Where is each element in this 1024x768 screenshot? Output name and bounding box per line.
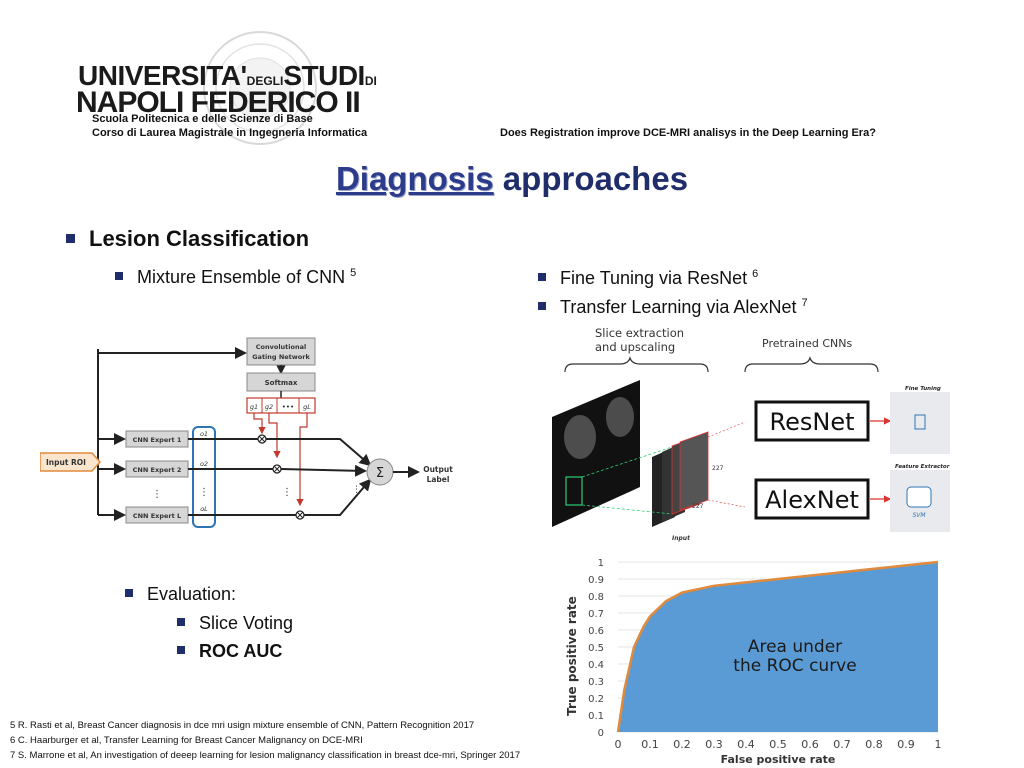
roc-y-tick-label: 0.1	[588, 711, 604, 722]
school-name: Scuola Politecnica e delle Scienze di Ba…	[92, 113, 313, 125]
cnn-expert-l: CNN Expert L	[133, 512, 181, 520]
resnet-label: ResNet	[770, 408, 855, 436]
roc-y-ticks: 0 0.1 0.2 0.3 0.4 0.5 0.6 0.7 0.8 0.9 1	[588, 558, 604, 739]
feature-extractor-label: Feature Extractor	[895, 464, 950, 470]
gating-network-label-2: Gating Network	[252, 353, 310, 361]
roc-y-tick-label: 0.5	[588, 643, 604, 654]
gating-network-label-1: Convolutional	[256, 343, 306, 351]
roc-x-tick-label: 0.6	[801, 738, 819, 751]
svg-text:⋮: ⋮	[352, 485, 361, 495]
roc-area-text-2: the ROC curve	[733, 656, 856, 676]
roc-x-tick-label: 0.4	[737, 738, 755, 751]
cnn-expert-1: CNN Expert 1	[133, 436, 182, 444]
roc-area	[618, 562, 938, 732]
dim-227-a: 227	[712, 465, 724, 472]
bullet-roc-auc: ROC AUC	[177, 641, 282, 662]
softmax-label: Softmax	[265, 379, 298, 387]
bullet-square-icon	[125, 589, 133, 598]
output-o1: o1	[200, 430, 208, 438]
bullet-evaluation: Evaluation:	[125, 584, 236, 605]
roc-x-tick-label: 0.2	[673, 738, 691, 751]
roc-chart: 0 0.1 0.2 0.3 0.4 0.5 0.6 0.7 0.8 0.9 1 0 0.1 0.2 0.3…	[565, 558, 942, 766]
school-info: Scuola Politecnica e delle Scienze di Ba…	[92, 112, 367, 140]
bullet-square-icon	[66, 233, 75, 243]
roc-x-tick-label: 0.5	[769, 738, 787, 751]
reference-5: 5 R. Rasti et al, Breast Cancer diagnosi…	[10, 720, 475, 731]
gate-dots: •••	[282, 403, 294, 411]
sum-symbol: Σ	[376, 466, 384, 481]
roc-curve	[616, 560, 939, 733]
slide-title: Diagnosis approaches	[0, 160, 1024, 198]
svg-text:⋮: ⋮	[152, 489, 162, 500]
transfer-learning-pipeline-diagram: Slice extraction and upscaling Pretraine…	[552, 326, 950, 542]
gate-g2: g2	[265, 403, 273, 411]
alexnet-label: AlexNet	[765, 486, 859, 514]
bullet-slice-voting: Slice Voting	[177, 613, 293, 634]
title-rest: approaches	[493, 160, 689, 197]
bullet-lesion-classification: Lesion Classification	[66, 226, 309, 252]
roc-y-tick-label: 0.8	[588, 592, 604, 603]
roc-x-tick-label: 0.1	[641, 738, 659, 751]
bullet-fine-tuning: Fine Tuning via ResNet 6	[538, 268, 758, 289]
bullet-square-icon	[177, 618, 185, 627]
slice-extraction-label-1: Slice extraction	[595, 326, 684, 340]
pretrained-cnns-label: Pretrained CNNs	[762, 337, 852, 350]
roc-x-tick-label: 1	[935, 738, 942, 751]
gate-gL: gL	[303, 403, 311, 411]
reference-7: 7 S. Marrone et al, An investigation of …	[10, 750, 521, 761]
input-roi-label: Input ROI	[46, 458, 86, 467]
input-label: Input	[672, 535, 691, 542]
references: 5 R. Rasti et al, Breast Cancer diagnosi…	[10, 718, 520, 763]
roc-y-tick-label: 0.2	[588, 694, 604, 705]
reference-6: 6 C. Haarburger et al, Transfer Learning…	[10, 735, 363, 746]
roc-x-tick-label: 0.8	[865, 738, 883, 751]
roc-x-tick-label: 0.3	[705, 738, 723, 751]
gate-g1: g1	[250, 403, 258, 411]
bullet-transfer-learning: Transfer Learning via AlexNet 7	[538, 297, 808, 318]
roc-x-tick-label: 0.9	[897, 738, 915, 751]
output-label-2: Label	[427, 475, 450, 484]
university-seal-icon	[203, 31, 317, 145]
roc-y-tick-label: 0.9	[588, 575, 604, 586]
roc-y-tick-label: 0.3	[588, 677, 604, 688]
university-logo-line1: UNIVERSITA'DEGLISTUDIDI	[78, 60, 377, 91]
output-o2: o2	[200, 460, 208, 468]
output-label-1: Output	[423, 465, 453, 474]
svg-text:⋮: ⋮	[199, 487, 209, 498]
university-logo-line2: NAPOLI FEDERICO II	[76, 86, 361, 119]
roc-y-tick-label: 0.4	[588, 660, 604, 671]
bullet-square-icon	[538, 273, 546, 282]
mixture-ensemble-diagram: Convolutional Gating Network Softmax g1 …	[40, 337, 453, 528]
roc-area-text-1: Area under	[748, 637, 842, 657]
course-name: Corso di Laurea Magistrale in Ingegneria…	[92, 127, 368, 139]
dim-227-b: 227	[692, 503, 704, 510]
bullet-mixture-ensemble: Mixture Ensemble of CNN 5	[115, 267, 356, 288]
roc-y-axis-label: True positive rate	[565, 596, 579, 716]
roc-x-tick-label: 0	[615, 738, 622, 751]
slice-extraction-label-2: and upscaling	[595, 340, 675, 354]
bullet-square-icon	[177, 646, 185, 655]
cnn-expert-2: CNN Expert 2	[133, 466, 182, 474]
roc-y-tick-label: 0	[598, 728, 604, 739]
roc-y-tick-label: 0.7	[588, 609, 604, 620]
presentation-question: Does Registration improve DCE-MRI analis…	[500, 127, 876, 139]
roc-y-tick-label: 0.6	[588, 626, 604, 637]
svg-text:⋮: ⋮	[282, 487, 292, 498]
bullet-square-icon	[115, 272, 123, 281]
roc-x-tick-label: 0.7	[833, 738, 851, 751]
svm-label: SVM	[912, 512, 926, 519]
roc-x-ticks: 0 0.1 0.2 0.3 0.4 0.5 0.6 0.7 0.8 0.9 1	[615, 738, 942, 751]
roc-y-tick-label: 1	[598, 558, 604, 569]
output-oL: oL	[200, 505, 208, 513]
fine-tuning-label: Fine Tuning	[905, 386, 941, 392]
dim-3: 3	[664, 513, 668, 520]
bullet-square-icon	[538, 302, 546, 311]
title-underlined: Diagnosis	[335, 160, 494, 197]
roc-x-axis-label: False positive rate	[721, 753, 836, 766]
